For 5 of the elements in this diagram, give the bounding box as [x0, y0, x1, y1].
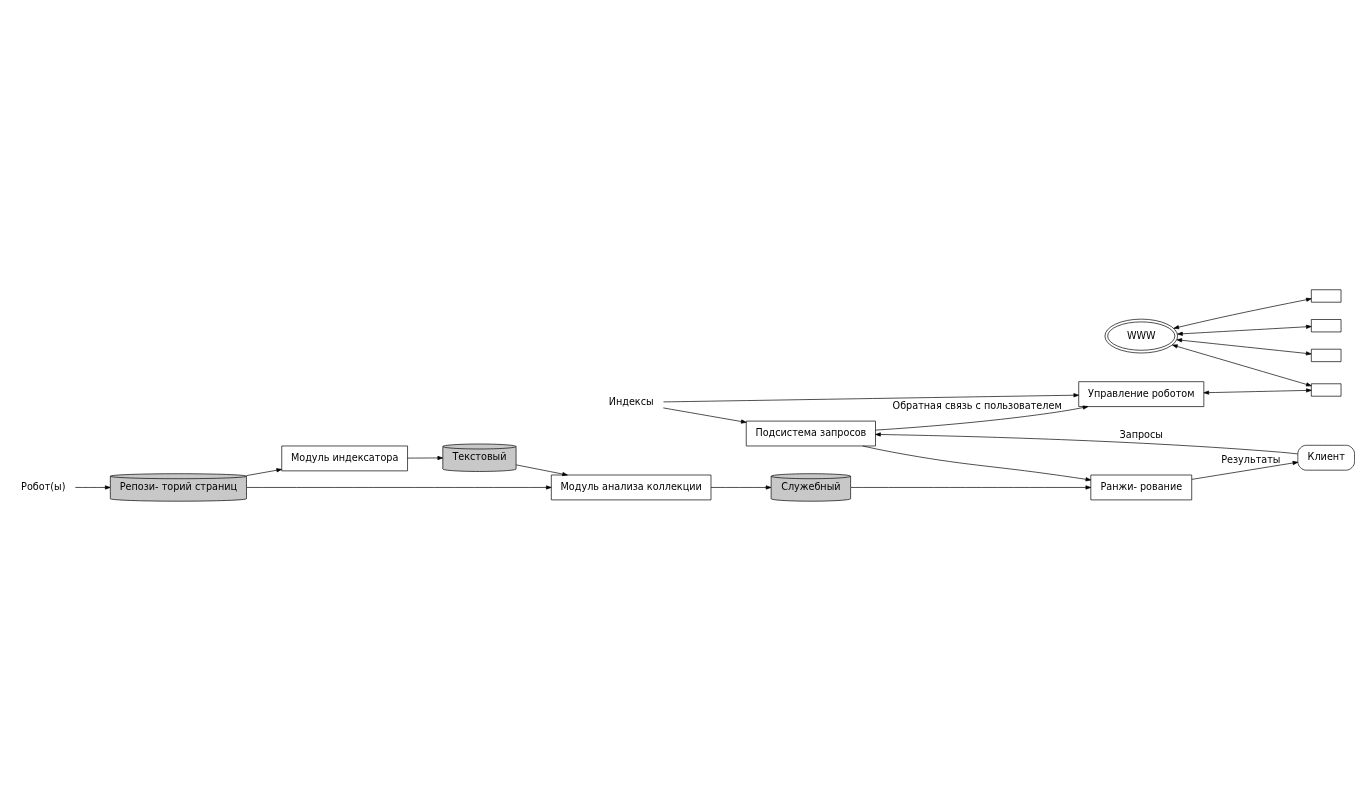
edge-label: Обратная связь с пользователем	[892, 399, 1062, 411]
edge-label: Запросы	[1119, 428, 1163, 440]
node-text: Индексы	[608, 395, 654, 407]
node-text: Робот(ы)	[21, 480, 66, 492]
edge-label: Результаты	[1221, 453, 1281, 465]
